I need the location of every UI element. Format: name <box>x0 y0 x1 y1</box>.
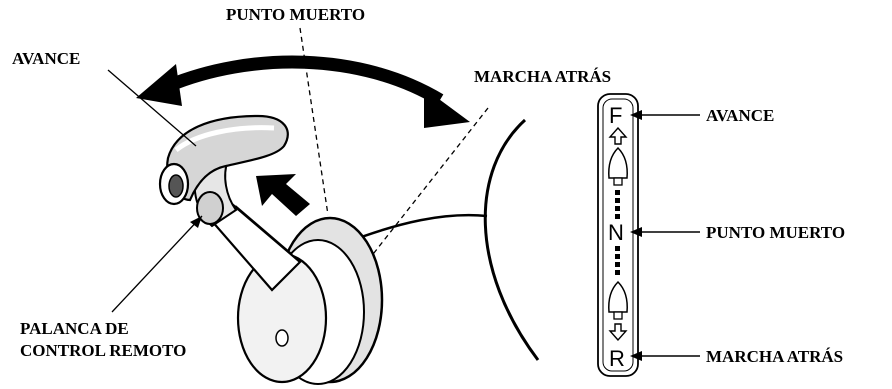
shift-indicator-strip: F N R <box>597 93 639 377</box>
up-arrow-icon <box>608 126 628 145</box>
down-arrow-icon <box>608 323 628 342</box>
label-neutral-top: PUNTO MUERTO <box>226 5 365 24</box>
boat-reverse-icon <box>608 280 628 320</box>
neutral-guide-line <box>299 27 329 216</box>
indicator-letter-f: F <box>609 103 622 128</box>
housing-outline <box>483 118 540 361</box>
indicator-letter-n: N <box>608 220 624 245</box>
push-arrow-icon <box>256 174 310 216</box>
label-indicator-forward: AVANCE <box>706 106 774 125</box>
label-indicator-neutral: PUNTO MUERTO <box>706 223 845 242</box>
indicator-forward-leader <box>630 110 700 120</box>
curved-double-arrow-icon <box>136 55 470 128</box>
label-lever-line1: PALANCA DE <box>20 319 129 338</box>
label-lever-line2: CONTROL REMOTO <box>20 341 186 360</box>
indicator-reverse-leader <box>630 351 700 361</box>
boat-forward-icon <box>608 146 628 186</box>
label-reverse-top: MARCHA ATRÁS <box>474 67 611 86</box>
label-forward-left: AVANCE <box>12 49 80 68</box>
avance-left-leader <box>107 69 197 147</box>
indicator-neutral-leader <box>630 227 700 237</box>
housing-seam <box>344 213 488 245</box>
reverse-guide-line <box>369 107 489 259</box>
lever-leader <box>111 215 203 313</box>
remote-control-lever <box>158 114 384 385</box>
indicator-letter-r: R <box>609 346 625 371</box>
label-indicator-reverse: MARCHA ATRÁS <box>706 347 843 366</box>
